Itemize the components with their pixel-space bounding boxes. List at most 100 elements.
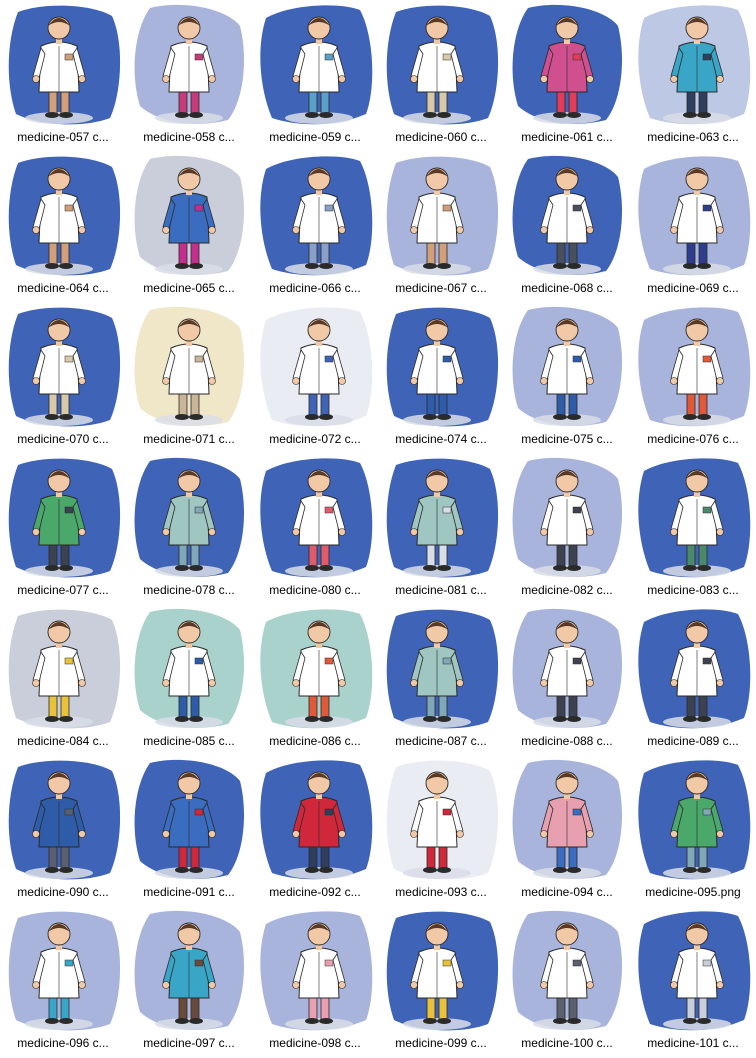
file-name-label[interactable]: medicine-060 c...	[395, 130, 487, 144]
file-name-label[interactable]: medicine-075 c...	[521, 432, 613, 446]
file-name-label[interactable]: medicine-083 c...	[647, 583, 739, 597]
doctor-gesturing-icon[interactable]	[634, 606, 752, 732]
gallery-tile[interactable]: medicine-061 c...	[504, 0, 630, 151]
doctor-with-girl-icon[interactable]	[382, 908, 500, 1034]
scientist-with-microscope-icon[interactable]	[508, 908, 626, 1034]
doctor-talking-with-patient-icon[interactable]	[130, 606, 248, 732]
doctor-at-desk-icon[interactable]	[256, 606, 374, 732]
nurse-with-syringe-icon[interactable]	[634, 304, 752, 430]
gallery-tile[interactable]: medicine-074 c...	[378, 302, 504, 453]
patient-being-helped-icon[interactable]	[130, 153, 248, 279]
gallery-tile[interactable]: medicine-083 c...	[630, 453, 756, 604]
gallery-tile[interactable]: medicine-070 c...	[0, 302, 126, 453]
doctors-consulting-icon[interactable]	[256, 153, 374, 279]
senior-doctor-standing-icon[interactable]	[508, 606, 626, 732]
gallery-tile[interactable]: medicine-096 c...	[0, 906, 126, 1057]
file-name-label[interactable]: medicine-071 c...	[143, 432, 235, 446]
file-name-label[interactable]: medicine-066 c...	[269, 281, 361, 295]
mother-with-baby-icon[interactable]	[508, 757, 626, 883]
female-doctor-standing-icon[interactable]	[634, 153, 752, 279]
file-name-label[interactable]: medicine-082 c...	[521, 583, 613, 597]
file-name-label[interactable]: medicine-096 c...	[17, 1036, 109, 1050]
file-name-label[interactable]: medicine-097 c...	[143, 1036, 235, 1050]
gallery-tile[interactable]: medicine-058 c...	[126, 0, 252, 151]
file-name-label[interactable]: medicine-061 c...	[521, 130, 613, 144]
file-name-label[interactable]: medicine-086 c...	[269, 734, 361, 748]
gallery-tile[interactable]: medicine-101 c...	[630, 906, 756, 1057]
file-name-label[interactable]: medicine-080 c...	[269, 583, 361, 597]
nurse-with-equipment-icon[interactable]	[634, 908, 752, 1034]
patient-bandaged-arm-icon[interactable]	[634, 2, 752, 128]
gallery-tile[interactable]: medicine-075 c...	[504, 302, 630, 453]
gallery-tile[interactable]: medicine-093 c...	[378, 755, 504, 906]
file-name-label[interactable]: medicine-084 c...	[17, 734, 109, 748]
file-name-label[interactable]: medicine-095.png	[645, 885, 741, 899]
gallery-tile[interactable]: medicine-072 c...	[252, 302, 378, 453]
gallery-tile[interactable]: medicine-068 c...	[504, 151, 630, 302]
doctor-in-ward-icon[interactable]	[382, 757, 500, 883]
file-name-label[interactable]: medicine-057 c...	[17, 130, 109, 144]
file-name-label[interactable]: medicine-088 c...	[521, 734, 613, 748]
file-name-label[interactable]: medicine-089 c...	[647, 734, 739, 748]
doctor-walking-icon[interactable]	[508, 455, 626, 581]
gallery-tile[interactable]: medicine-081 c...	[378, 453, 504, 604]
female-doctor-with-tablet-icon[interactable]	[4, 908, 122, 1034]
doctor-with-skull-icon[interactable]	[4, 304, 122, 430]
gallery-tile[interactable]: medicine-069 c...	[630, 151, 756, 302]
gallery-tile[interactable]: medicine-066 c...	[252, 151, 378, 302]
file-name-label[interactable]: medicine-087 c...	[395, 734, 487, 748]
surgeon-washing-hands-icon[interactable]	[382, 606, 500, 732]
first-aid-scene-icon[interactable]	[256, 304, 374, 430]
file-name-label[interactable]: medicine-085 c...	[143, 734, 235, 748]
gallery-tile[interactable]: medicine-057 c...	[0, 0, 126, 151]
nurse-with-child-patient-icon[interactable]	[256, 908, 374, 1034]
gallery-tile[interactable]: medicine-087 c...	[378, 604, 504, 755]
file-name-label[interactable]: medicine-064 c...	[17, 281, 109, 295]
nurse-in-scrubs-icon[interactable]	[634, 757, 752, 883]
file-name-label[interactable]: medicine-068 c...	[521, 281, 613, 295]
gallery-tile[interactable]: medicine-088 c...	[504, 604, 630, 755]
gallery-tile[interactable]: medicine-094 c...	[504, 755, 630, 906]
doctor-viewing-xray-icon[interactable]	[256, 455, 374, 581]
gallery-tile[interactable]: medicine-080 c...	[252, 453, 378, 604]
file-name-label[interactable]: medicine-072 c...	[269, 432, 361, 446]
file-name-label[interactable]: medicine-092 c...	[269, 885, 361, 899]
file-name-label[interactable]: medicine-098 c...	[269, 1036, 361, 1050]
nurse-with-seated-patient-icon[interactable]	[508, 304, 626, 430]
file-name-label[interactable]: medicine-100 c...	[521, 1036, 613, 1050]
surgeons-in-scrubs-icon[interactable]	[130, 455, 248, 581]
doctor-with-folder-icon[interactable]	[130, 2, 248, 128]
pharmacist-with-bottles-icon[interactable]	[256, 2, 374, 128]
paramedic-with-stretcher-icon[interactable]	[4, 606, 122, 732]
surgeon-with-patient-icon[interactable]	[4, 455, 122, 581]
nurse-at-bedside-icon[interactable]	[634, 455, 752, 581]
man-reading-document-icon[interactable]	[4, 757, 122, 883]
file-name-label[interactable]: medicine-077 c...	[17, 583, 109, 597]
gallery-tile[interactable]: medicine-084 c...	[0, 604, 126, 755]
file-name-label[interactable]: medicine-058 c...	[143, 130, 235, 144]
gallery-tile[interactable]: medicine-089 c...	[630, 604, 756, 755]
gallery-tile[interactable]: medicine-059 c...	[252, 0, 378, 151]
gallery-tile[interactable]: medicine-065 c...	[126, 151, 252, 302]
gallery-tile[interactable]: medicine-100 c...	[504, 906, 630, 1057]
file-name-label[interactable]: medicine-069 c...	[647, 281, 739, 295]
surgical-team-icon[interactable]	[382, 455, 500, 581]
doctor-with-skeleton-icon[interactable]	[382, 2, 500, 128]
doctor-bandaging-patient-icon[interactable]	[4, 2, 122, 128]
gallery-tile[interactable]: medicine-078 c...	[126, 453, 252, 604]
file-name-label[interactable]: medicine-081 c...	[395, 583, 487, 597]
gallery-tile[interactable]: medicine-092 c...	[252, 755, 378, 906]
file-name-label[interactable]: medicine-076 c...	[647, 432, 739, 446]
nurse-at-desk-icon[interactable]	[508, 153, 626, 279]
patient-with-arm-sling-icon[interactable]	[256, 757, 374, 883]
file-name-label[interactable]: medicine-099 c...	[395, 1036, 487, 1050]
gallery-tile[interactable]: medicine-086 c...	[252, 604, 378, 755]
gallery-tile[interactable]: medicine-085 c...	[126, 604, 252, 755]
patient-in-bed-icon[interactable]	[130, 908, 248, 1034]
gallery-tile[interactable]: medicine-098 c...	[252, 906, 378, 1057]
file-name-label[interactable]: medicine-091 c...	[143, 885, 235, 899]
gallery-tile[interactable]: medicine-095.png	[630, 755, 756, 906]
gallery-tile[interactable]: medicine-097 c...	[126, 906, 252, 1057]
gallery-tile[interactable]: medicine-077 c...	[0, 453, 126, 604]
gallery-tile[interactable]: medicine-060 c...	[378, 0, 504, 151]
